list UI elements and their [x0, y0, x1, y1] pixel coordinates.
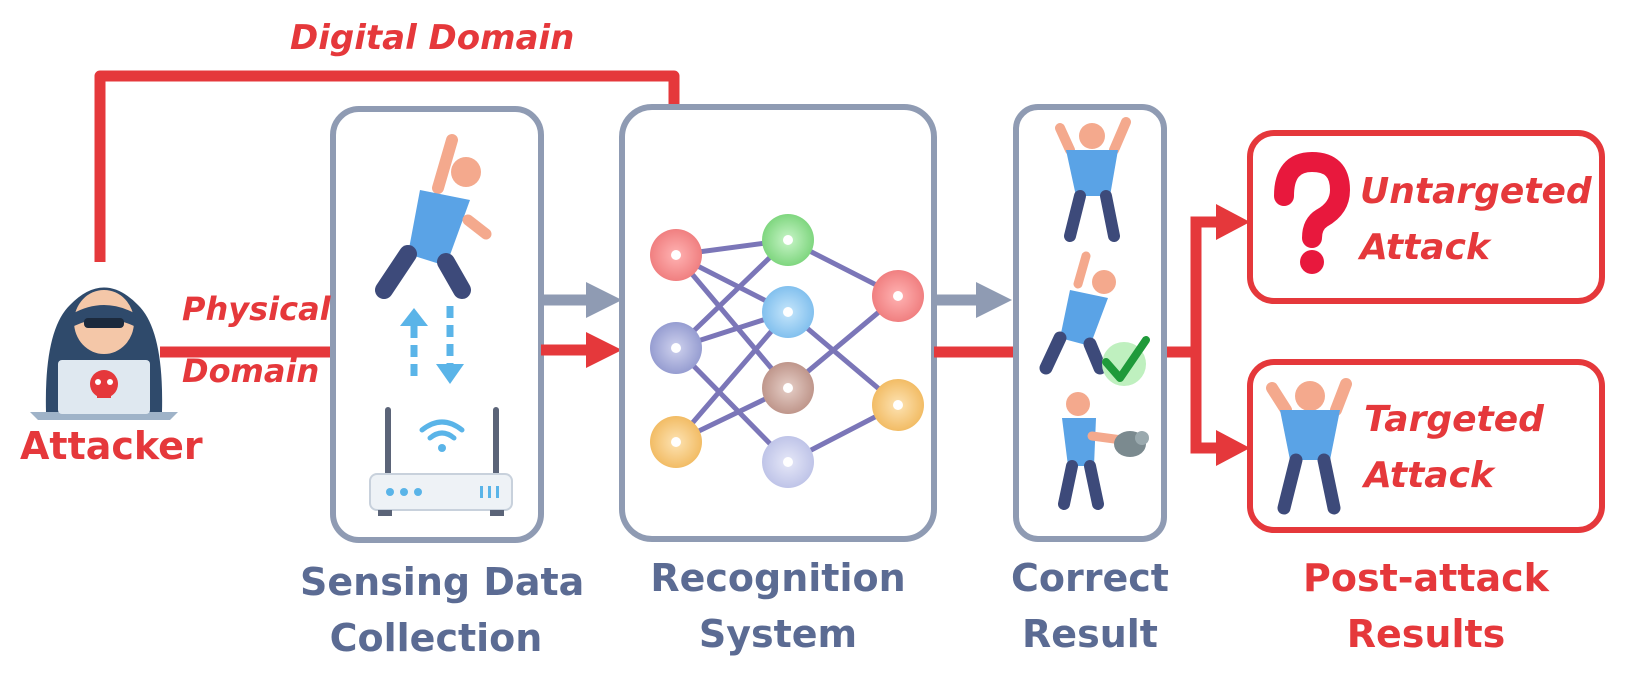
clean-data-arrow [541, 282, 622, 318]
neural-network-nodes [650, 214, 924, 488]
post-attack-results-label: Post-attack Results [1286, 550, 1566, 662]
question-mark-icon [1274, 151, 1351, 274]
domain-label: Domain [182, 352, 320, 390]
sensing-label-line2: Collection [329, 616, 543, 660]
recognition-label-line1: Recognition [650, 556, 906, 600]
arms-raised-person-target-icon [1266, 378, 1352, 515]
targeted-label-line1: Targeted [1364, 399, 1544, 440]
signal-arrows-icon [400, 306, 464, 384]
stretching-person-icon [375, 134, 492, 299]
sensing-label-line1: Sensing Data [300, 560, 585, 604]
lifting-person-icon [1058, 392, 1149, 510]
sensing-data-collection-label: Sensing Data Collection [300, 554, 585, 666]
correct-result-label: Correct Result [1000, 550, 1180, 662]
adversarial-data-arrow [541, 332, 622, 368]
post-label-line1: Post-attack [1303, 556, 1549, 600]
recognition-output-arrow [934, 282, 1012, 318]
untargeted-label-line2: Attack [1360, 227, 1490, 268]
branch-arrows [1190, 204, 1250, 466]
untargeted-label-line1: Untargeted [1360, 171, 1592, 212]
untargeted-attack-label: Untargeted Attack [1360, 164, 1592, 276]
attacker-label: Attacker [20, 424, 203, 468]
wifi-router-icon [369, 407, 513, 516]
recognition-system-label: Recognition System [648, 550, 908, 662]
stretching-person-small-icon [1039, 251, 1116, 375]
correct-label-line1: Correct [1011, 556, 1169, 600]
physical-label: Physical [182, 290, 331, 328]
checkmark-icon [1102, 336, 1150, 386]
digital-domain-label: Digital Domain [290, 18, 575, 58]
arms-raised-person-icon [1055, 117, 1131, 242]
targeted-attack-label: Targeted Attack [1364, 392, 1544, 504]
hooded-hacker-icon [30, 287, 178, 420]
recognition-label-line2: System [698, 612, 858, 656]
correct-label-line2: Result [1022, 612, 1158, 656]
targeted-label-line2: Attack [1364, 455, 1494, 496]
post-label-line2: Results [1346, 612, 1506, 656]
